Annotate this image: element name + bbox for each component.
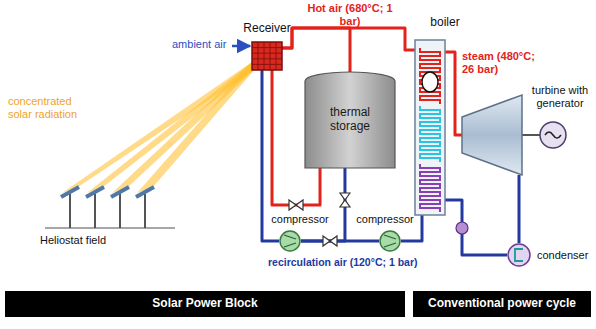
node-label: boiler — [430, 16, 459, 30]
node-label: Receiver — [243, 22, 290, 36]
condenser-symbol: condenser — [507, 243, 531, 267]
boiler-outline — [415, 40, 445, 215]
valve — [340, 193, 350, 207]
node-label: Solar Power Block — [152, 297, 257, 311]
boiler-box: boiler — [415, 40, 445, 215]
radiation-label: concentrated solar radiation — [8, 95, 93, 120]
pipe-connector — [445, 200, 507, 255]
ground-line — [45, 227, 175, 229]
ambient-air-arrow — [232, 45, 250, 48]
compressor-symbol: compressor — [379, 230, 401, 252]
field-label: Heliostat field — [40, 234, 106, 247]
node-label: turbine with generator — [528, 84, 592, 109]
compressor-symbol: compressor — [279, 230, 301, 252]
valve — [289, 200, 303, 210]
flow-label: Hot air (680°C; 1 bar) — [300, 2, 400, 27]
receiver-outline — [252, 42, 282, 70]
node-label: compressor — [356, 213, 413, 226]
section-band: Conventional power cycle — [413, 291, 591, 317]
compressor-outline — [379, 230, 401, 252]
generator-shaft — [522, 134, 540, 136]
condenser-outline — [507, 243, 531, 267]
pipe-connector — [445, 52, 462, 135]
pipe-connector — [282, 28, 350, 72]
solar-receiver: Receiver — [252, 42, 282, 70]
node-label: condenser — [537, 249, 588, 262]
node-label: Conventional power cycle — [428, 297, 576, 311]
generator-symbol — [540, 122, 566, 148]
section-band: Solar Power Block — [5, 291, 405, 317]
node-label: thermal storage — [315, 106, 385, 134]
flow-label: recirculation air (120°C; 1 bar) — [268, 256, 418, 268]
heliostat-mirrors — [61, 187, 154, 228]
flow-label: ambient air — [172, 38, 226, 51]
solar-beams — [62, 62, 255, 193]
turbine-symbol: turbine with generator — [462, 95, 522, 175]
pipe-connector — [518, 175, 521, 243]
generator-wave — [545, 132, 561, 138]
valve — [323, 236, 337, 246]
compressor-outline — [279, 230, 301, 252]
turbine-outline — [462, 95, 522, 175]
storage-tank: thermal storage — [305, 72, 395, 168]
feed-pump — [456, 222, 468, 234]
node-label: compressor — [271, 213, 328, 226]
flow-label: steam (480°C; 26 bar) — [462, 50, 550, 75]
